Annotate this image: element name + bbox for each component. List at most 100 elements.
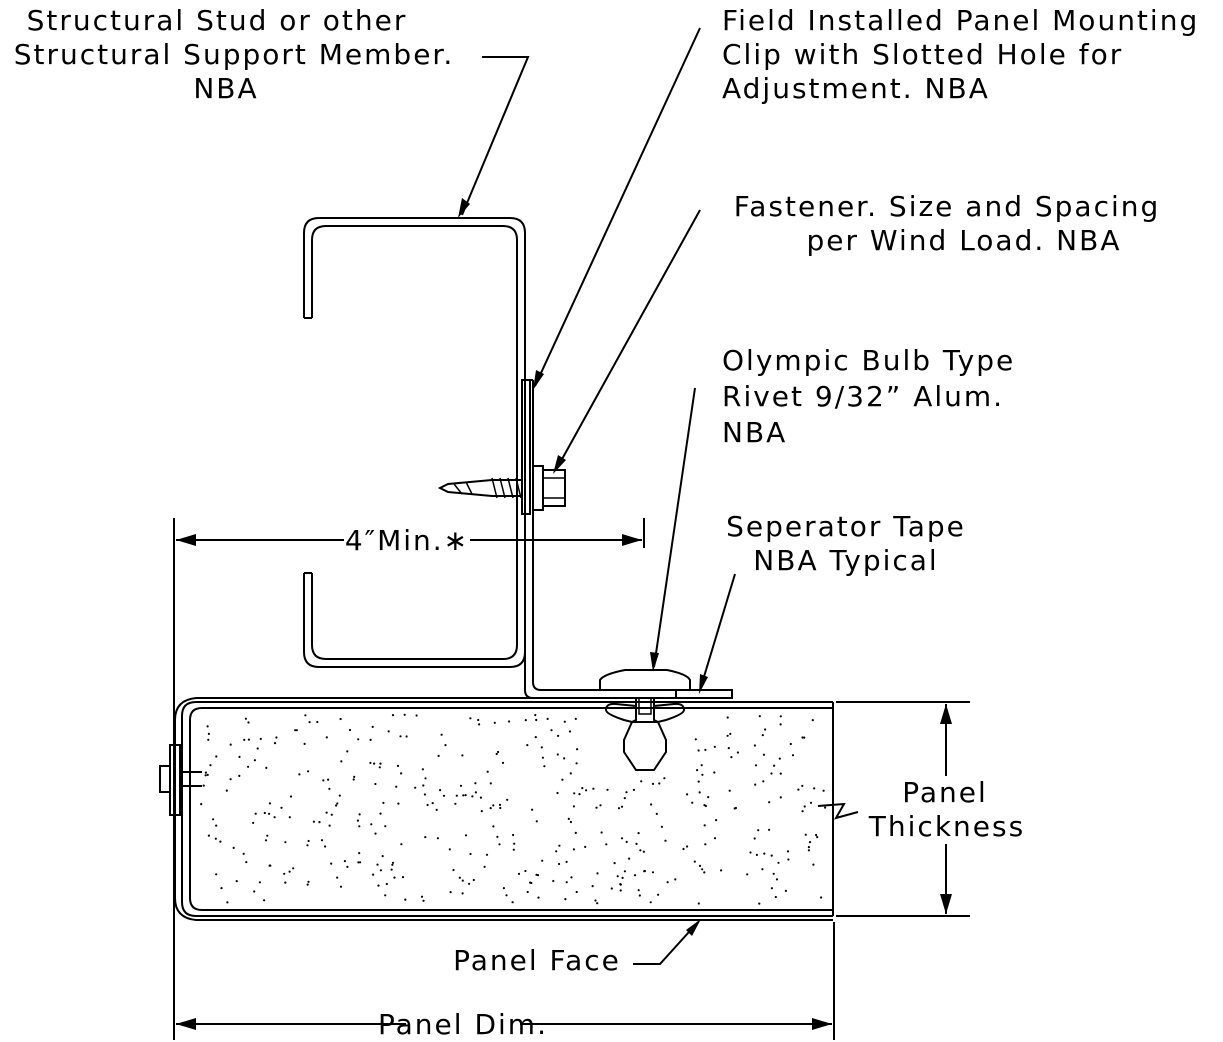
panel-dim-label: Panel Dim. (378, 1008, 548, 1041)
stipple-dot (726, 716, 729, 719)
stipple-dot (288, 816, 291, 819)
stipple-dot (567, 817, 570, 821)
stipple-dot (268, 864, 271, 867)
stipple-dot (757, 829, 760, 832)
stipple-dot (754, 783, 757, 786)
stipple-dot (404, 898, 407, 901)
stipple-dot (556, 753, 559, 756)
stipple-dot (207, 732, 210, 736)
stipple-dot (617, 807, 621, 810)
stipple-dot (229, 743, 232, 746)
structural-stud (303, 217, 526, 668)
stipple-dot (762, 753, 766, 756)
stipple-dot (753, 744, 757, 747)
stipple-dot (703, 824, 706, 827)
stipple-dot (235, 880, 238, 883)
stipple-dot (284, 841, 287, 844)
stipple-dot (256, 747, 259, 750)
stipple-dot (238, 774, 241, 778)
stipple-dot (379, 812, 382, 815)
stipple-dot (462, 794, 465, 797)
stipple-dot (682, 847, 685, 851)
stipple-dot (701, 773, 704, 776)
callout-mounting-clip: Field Installed Panel Mounting Clip with… (722, 4, 1197, 105)
stipple-dot (574, 831, 577, 835)
stipple-dot (423, 793, 426, 796)
stipple-dot (693, 860, 696, 863)
dimension-panel-dim (176, 922, 835, 1040)
stipple-dot (449, 891, 452, 894)
stipple-dot (632, 788, 636, 792)
leader-lines (458, 27, 859, 965)
stipple-dot (768, 801, 771, 804)
stipple-dot (414, 786, 417, 789)
stipple-dot (325, 811, 328, 814)
stipple-dot (698, 791, 701, 794)
stipple-dot (480, 810, 483, 813)
stipple-dot (495, 752, 498, 756)
stipple-dot (557, 734, 560, 738)
stipple-dot (697, 902, 700, 905)
stipple-dot (294, 729, 297, 732)
stipple-dot (651, 782, 655, 786)
stipple-dot (461, 892, 464, 895)
dimension-4in-min (173, 518, 645, 1040)
stipple-dot (379, 869, 382, 872)
stipple-dot (779, 715, 782, 718)
stipple-dot (474, 791, 477, 794)
stipple-dot (378, 766, 381, 769)
stipple-dot (606, 788, 609, 791)
stipple-dot (576, 748, 579, 751)
stipple-dot (385, 882, 388, 886)
stipple-dot (204, 774, 207, 777)
stipple-dot (369, 761, 372, 765)
stipple-dot (307, 770, 310, 773)
stipple-dot (531, 808, 534, 811)
stipple-dot (730, 756, 733, 759)
stipple-dot (660, 825, 664, 828)
stipple-dot (596, 902, 599, 905)
stipple-dot (493, 721, 496, 724)
stipple-dot (637, 889, 640, 892)
stipple-dot (215, 755, 218, 758)
stipple-dot (415, 714, 418, 717)
bulb-rivet (599, 669, 691, 771)
stipple-dot (328, 787, 331, 791)
stipple-dot (219, 840, 222, 843)
stipple-dot (541, 756, 545, 759)
stipple-dot (578, 793, 581, 796)
stipple-dot (424, 836, 427, 839)
stipple-dot (564, 898, 567, 901)
stipple-dot (295, 729, 298, 732)
stipple-dot (736, 751, 740, 754)
stipple-dot (613, 862, 616, 865)
stipple-dot (638, 894, 641, 897)
stipple-dot (356, 819, 359, 822)
stipple-dot (400, 772, 403, 775)
stud-label-line1: Structural Stud or other (27, 4, 408, 37)
stipple-dot (382, 801, 385, 805)
stipple-dot (212, 818, 215, 821)
stipple-dot (399, 735, 402, 738)
stipple-dot (700, 764, 703, 767)
stipple-dot (657, 893, 660, 896)
clip-label-line2: Clip with Slotted Hole for (722, 38, 1123, 71)
stipple-dot (663, 777, 666, 780)
stipple-dot (215, 824, 218, 827)
stipple-dot (502, 887, 505, 890)
stipple-dot (379, 762, 382, 765)
stipple-dot (485, 853, 489, 856)
stipple-dot (353, 775, 356, 779)
stipple-dot (304, 714, 307, 717)
stipple-dot (569, 772, 572, 775)
stipple-dot (694, 738, 697, 741)
stipple-dot (387, 730, 390, 733)
stipple-dot (374, 782, 377, 786)
stipple-dot (704, 804, 708, 808)
stipple-dot (442, 794, 446, 797)
stipple-dot (439, 789, 442, 792)
stipple-dot (505, 894, 508, 897)
stipple-dot (469, 852, 472, 856)
stipple-dot (575, 890, 578, 894)
stipple-dot (247, 765, 250, 768)
